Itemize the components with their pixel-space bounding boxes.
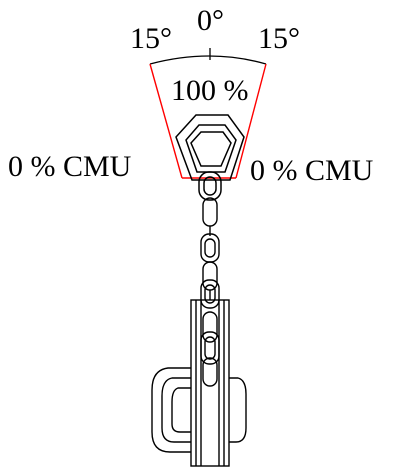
hoist-cover-right [229, 377, 247, 443]
master-link [175, 114, 245, 181]
lifting-chain [200, 197, 220, 309]
load-right-label: 0 % CMU [250, 154, 374, 187]
hoist-body [190, 299, 230, 467]
angle-right-label: 15° [258, 22, 300, 55]
angle-left-label: 15° [130, 22, 172, 55]
load-center-label: 100 % [171, 74, 249, 107]
hoist-cover-left [151, 367, 191, 453]
load-left-label: 0 % CMU [8, 150, 132, 183]
angle-arc [149, 55, 267, 65]
angle-center-label: 0° [197, 4, 224, 37]
connector-ring [198, 171, 222, 201]
